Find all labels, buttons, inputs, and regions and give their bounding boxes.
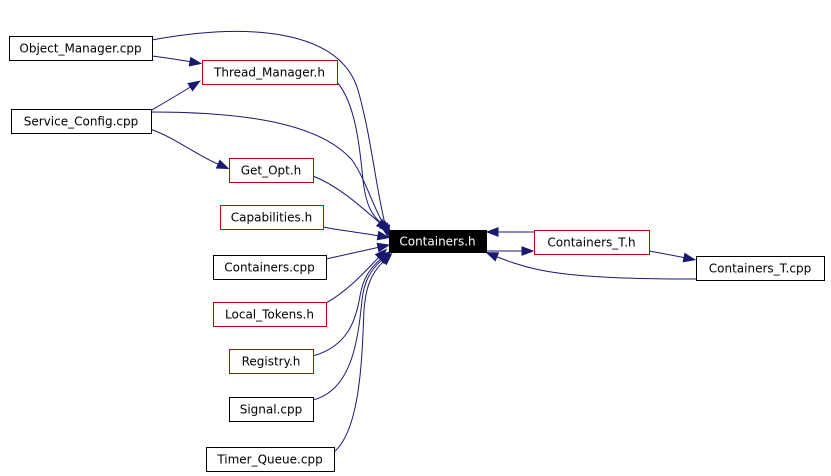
- node-containers-cpp[interactable]: Containers.cpp: [213, 255, 327, 280]
- node-box: [229, 397, 314, 422]
- node-label: Registry.h: [242, 355, 301, 369]
- edge-timer-queue-cpp-to-containers-h: [333, 252, 393, 453]
- node-containers-h: Containers.h: [389, 230, 487, 253]
- node-service-config-cpp[interactable]: Service_Config.cpp: [11, 109, 152, 134]
- node-capabilities-h[interactable]: Capabilities.h: [220, 205, 324, 230]
- node-timer-queue-cpp[interactable]: Timer_Queue.cpp: [206, 447, 335, 472]
- edge-containers-t-h-to-containers-t-cpp: [648, 250, 697, 263]
- nodes-layer: Object_Manager.cppThread_Manager.hServic…: [9, 36, 825, 472]
- node-box: [229, 349, 314, 374]
- node-label: Timer_Queue.cpp: [216, 453, 322, 467]
- node-label: Containers.cpp: [224, 261, 315, 275]
- node-label: Containers_T.h: [547, 236, 635, 250]
- edge-containers-t-h-to-containers-h: [485, 227, 535, 237]
- node-box: [213, 302, 327, 327]
- node-thread-manager-h[interactable]: Thread_Manager.h: [202, 60, 338, 85]
- node-label: Containers_T.cpp: [709, 262, 811, 276]
- node-label: Object_Manager.cpp: [19, 42, 141, 56]
- node-box: [696, 256, 825, 281]
- node-signal-cpp[interactable]: Signal.cpp: [229, 397, 314, 422]
- node-get-opt-h[interactable]: Get_Opt.h: [229, 158, 314, 183]
- node-box: [534, 230, 650, 255]
- node-label: Capabilities.h: [231, 211, 312, 225]
- node-box: [11, 109, 152, 134]
- edge-service-config-cpp-to-thread-manager-h: [149, 80, 201, 112]
- node-box: [220, 205, 324, 230]
- node-box: [206, 447, 335, 472]
- edges-layer: [149, 31, 697, 453]
- edge-containers-t-cpp-to-containers-h: [485, 252, 697, 280]
- node-containers-t-h[interactable]: Containers_T.h: [534, 230, 650, 255]
- edge-containers-cpp-to-containers-h: [325, 242, 391, 260]
- edge-get-opt-h-to-containers-h: [312, 175, 389, 231]
- node-label: Containers.h: [399, 235, 475, 249]
- node-box: [202, 60, 338, 85]
- node-label: Local_Tokens.h: [225, 308, 314, 322]
- edge-service-config-cpp-to-get-opt-h: [149, 128, 230, 170]
- node-containers-t-cpp[interactable]: Containers_T.cpp: [696, 256, 825, 281]
- edge-containers-h-to-containers-t-h: [486, 246, 535, 256]
- edge-capabilities-h-to-containers-h: [322, 226, 391, 241]
- node-label: Thread_Manager.h: [213, 66, 325, 80]
- node-label: Signal.cpp: [240, 403, 303, 417]
- node-registry-h[interactable]: Registry.h: [229, 349, 314, 374]
- edge-object-manager-cpp-to-thread-manager-h: [151, 55, 203, 67]
- node-label: Get_Opt.h: [241, 164, 302, 178]
- node-label: Service_Config.cpp: [24, 115, 139, 129]
- node-box: [229, 158, 314, 183]
- node-box: [9, 36, 153, 61]
- node-local-tokens-h[interactable]: Local_Tokens.h: [213, 302, 327, 327]
- node-box: [389, 230, 487, 253]
- node-box: [213, 255, 327, 280]
- node-object-manager-cpp[interactable]: Object_Manager.cpp: [9, 36, 153, 61]
